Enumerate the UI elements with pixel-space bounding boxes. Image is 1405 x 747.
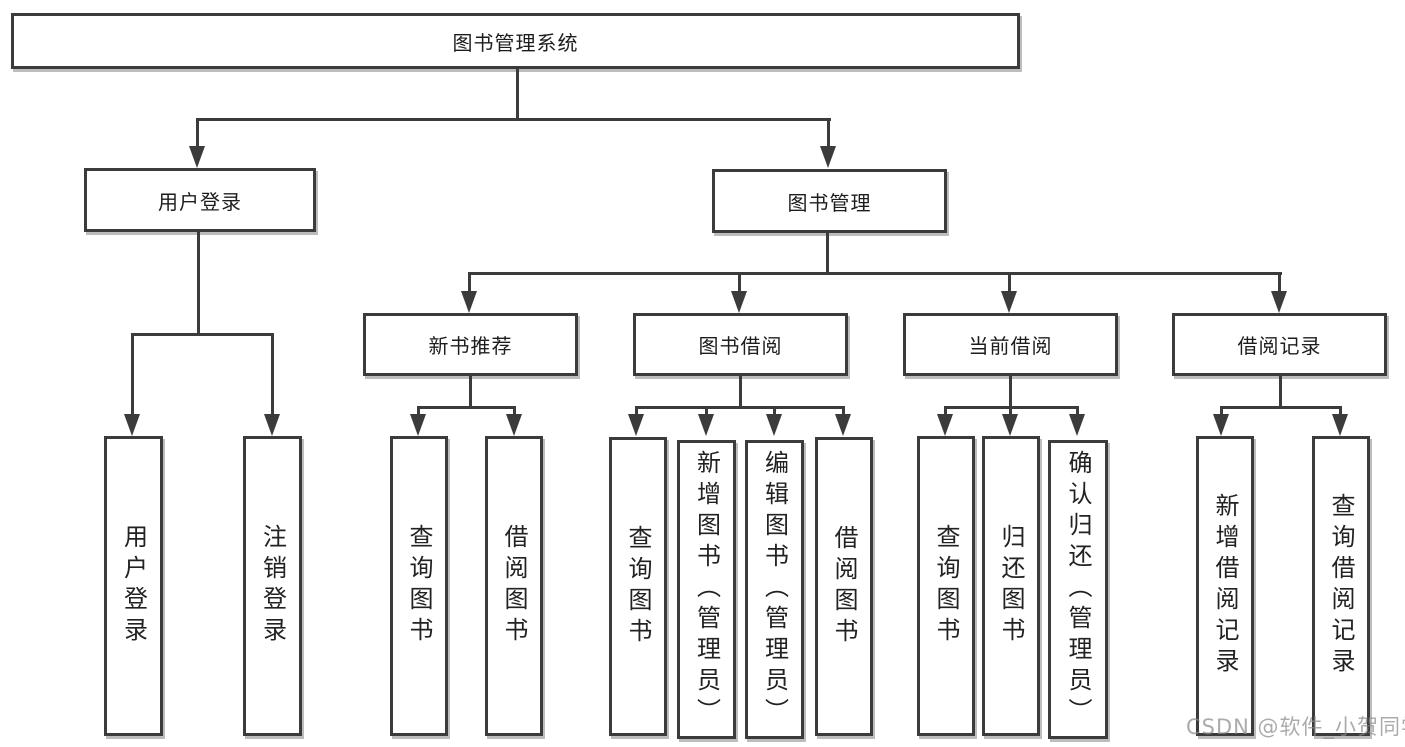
leaf-label: 用户登录 <box>119 524 148 648</box>
connector-arrow <box>1002 414 1018 436</box>
connector-arrow <box>410 414 426 436</box>
connector-arrow <box>731 291 747 313</box>
leaf-label: 确认归还（管理员） <box>1064 450 1092 729</box>
connector-line <box>944 406 947 416</box>
node-leaf-borrowing-edit-books-admin: 编辑图书（管理员） <box>745 440 804 739</box>
connector-line <box>1339 406 1342 416</box>
node-leaf-borrowing-query-books: 查询图书 <box>609 437 667 736</box>
leaf-label: 查询图书 <box>624 524 652 649</box>
leaf-label: 注销登录 <box>258 524 287 648</box>
connector-line <box>197 232 200 336</box>
connector-arrow <box>264 414 280 436</box>
connector-line <box>516 69 519 121</box>
connector-line <box>705 406 708 416</box>
leaf-label: 查询图书 <box>932 524 960 648</box>
connector-line <box>738 272 741 294</box>
connector-line <box>1009 376 1012 408</box>
node-leaf-borrowing-borrow-books: 借阅图书 <box>815 437 873 736</box>
connector-line <box>469 376 472 408</box>
leaf-label: 借阅图书 <box>500 524 528 648</box>
connector-line <box>773 406 776 416</box>
connector-arrow <box>1213 414 1229 436</box>
connector-line <box>1220 406 1223 416</box>
connector-arrow <box>835 414 851 436</box>
connector-line <box>197 118 831 121</box>
connector-line <box>827 118 830 148</box>
connector-line <box>945 406 1079 409</box>
node-user-login-branch: 用户登录 <box>84 168 316 232</box>
connector-line <box>842 406 845 416</box>
node-leaf-current-query-books: 查询图书 <box>917 436 975 736</box>
connector-line <box>1221 406 1342 409</box>
connector-line <box>1009 406 1012 416</box>
connector-arrow <box>766 414 782 436</box>
leaf-label: 借阅图书 <box>830 524 858 649</box>
connector-line <box>196 118 199 148</box>
connector-line <box>739 376 742 408</box>
connector-arrow <box>1069 414 1085 436</box>
node-leaf-borrowing-add-books-admin: 新增图书（管理员） <box>677 440 736 739</box>
connector-line <box>513 406 516 416</box>
connector-line <box>271 333 274 416</box>
connector-line <box>418 406 516 409</box>
node-leaf-recommend-borrow-books: 借阅图书 <box>485 436 543 736</box>
connector-line <box>468 272 471 294</box>
leaf-label: 查询图书 <box>405 524 433 648</box>
leaf-label: 查询借阅记录 <box>1327 493 1355 679</box>
node-book-management-branch: 图书管理 <box>712 169 947 233</box>
node-current-borrowing: 当前借阅 <box>903 313 1118 376</box>
leaf-label: 新增图书（管理员） <box>692 450 721 729</box>
connector-line <box>635 406 638 416</box>
node-book-borrowing: 图书借阅 <box>633 313 848 376</box>
connector-arrow <box>461 291 477 313</box>
connector-arrow <box>506 414 522 436</box>
connector-arrow <box>1271 291 1287 313</box>
node-leaf-current-return-books: 归还图书 <box>982 436 1040 736</box>
node-leaf-user-login: 用户登录 <box>104 436 163 736</box>
connector-arrow <box>698 414 714 436</box>
connector-line <box>1278 272 1281 294</box>
connector-arrow <box>189 146 205 168</box>
connector-arrow <box>1332 414 1348 436</box>
connector-line <box>1279 376 1282 408</box>
connector-line <box>826 233 829 275</box>
connector-arrow <box>628 414 644 436</box>
connector-arrow <box>124 414 140 436</box>
connector-arrow <box>937 414 953 436</box>
connector-line <box>1008 272 1011 294</box>
node-leaf-current-confirm-return-admin: 确认归还（管理员） <box>1048 440 1108 739</box>
connector-line <box>469 272 1282 275</box>
leaf-label: 编辑图书（管理员） <box>760 450 789 729</box>
node-root-library-system: 图书管理系统 <box>11 13 1020 69</box>
node-borrowing-records: 借阅记录 <box>1172 313 1387 376</box>
node-leaf-records-query-record: 查询借阅记录 <box>1312 436 1370 736</box>
csdn-watermark: CSDN @软件_小贺同学 <box>1186 715 1405 739</box>
connector-line <box>131 333 134 416</box>
connector-line <box>417 406 420 416</box>
node-leaf-records-add-record: 新增借阅记录 <box>1196 436 1254 736</box>
connector-arrow <box>820 146 836 168</box>
node-new-book-recommend: 新书推荐 <box>363 313 578 376</box>
connector-line <box>132 333 274 336</box>
connector-line <box>636 406 844 409</box>
connector-arrow <box>1001 291 1017 313</box>
node-leaf-logout: 注销登录 <box>243 436 302 736</box>
connector-line <box>1076 406 1079 416</box>
node-leaf-recommend-query-books: 查询图书 <box>390 436 448 736</box>
leaf-label: 新增借阅记录 <box>1211 493 1239 679</box>
leaf-label: 归还图书 <box>997 524 1025 648</box>
